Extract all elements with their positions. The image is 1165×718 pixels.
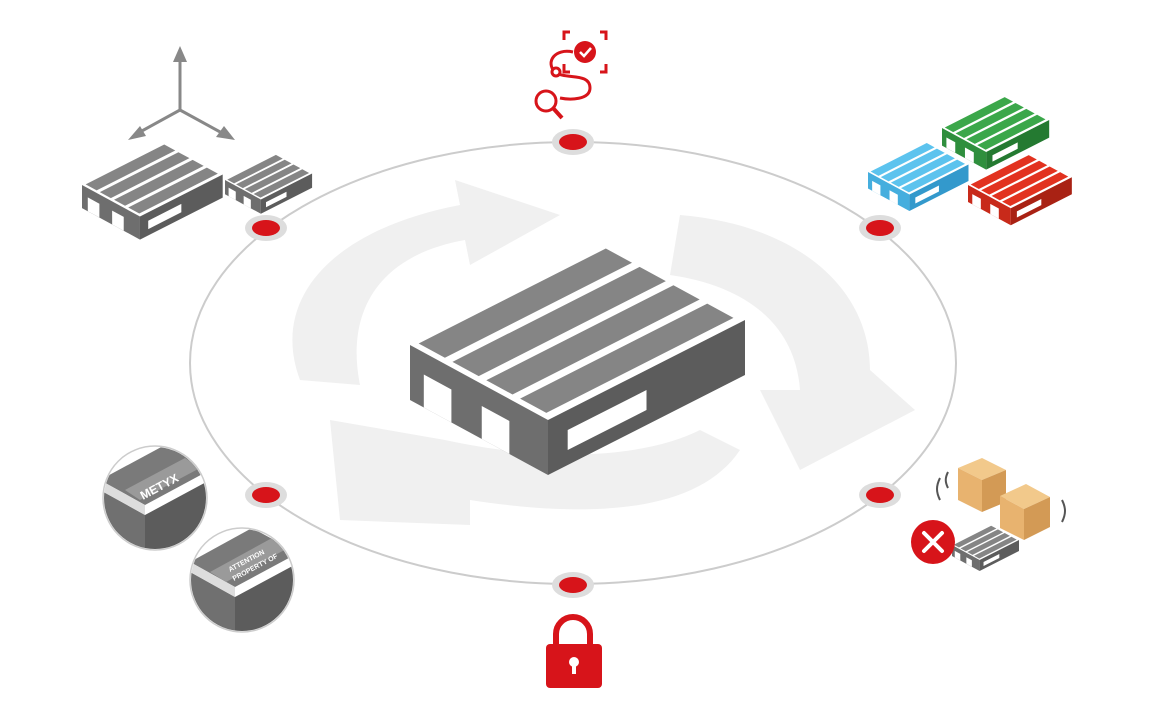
stage-dot-branding <box>559 577 587 593</box>
error-x-icon <box>911 520 955 564</box>
property-tag-circle: ATTENTION PROPERTY OF <box>189 527 295 633</box>
small-pallet <box>225 154 313 214</box>
stage-dot-tracking <box>252 220 280 236</box>
stage-dot-colors <box>866 220 894 236</box>
large-pallet <box>82 143 223 240</box>
blue-pallet <box>868 142 969 211</box>
falling-boxes-icon <box>936 458 1066 540</box>
stage-dot-dimensions <box>559 134 587 150</box>
red-pallet <box>968 154 1072 226</box>
brand-tag-circle: METYX <box>102 445 208 551</box>
route-search-icon <box>534 30 608 120</box>
stage-dots <box>245 129 901 598</box>
lock-icon <box>546 614 602 688</box>
axes-icon <box>128 46 235 140</box>
stage-dot-security <box>866 487 894 503</box>
damaged-pallet <box>952 525 1019 571</box>
green-pallet <box>942 96 1050 170</box>
stage-dot-damage <box>252 487 280 503</box>
cycle-arrows <box>292 180 915 525</box>
center-pallet <box>410 245 745 475</box>
